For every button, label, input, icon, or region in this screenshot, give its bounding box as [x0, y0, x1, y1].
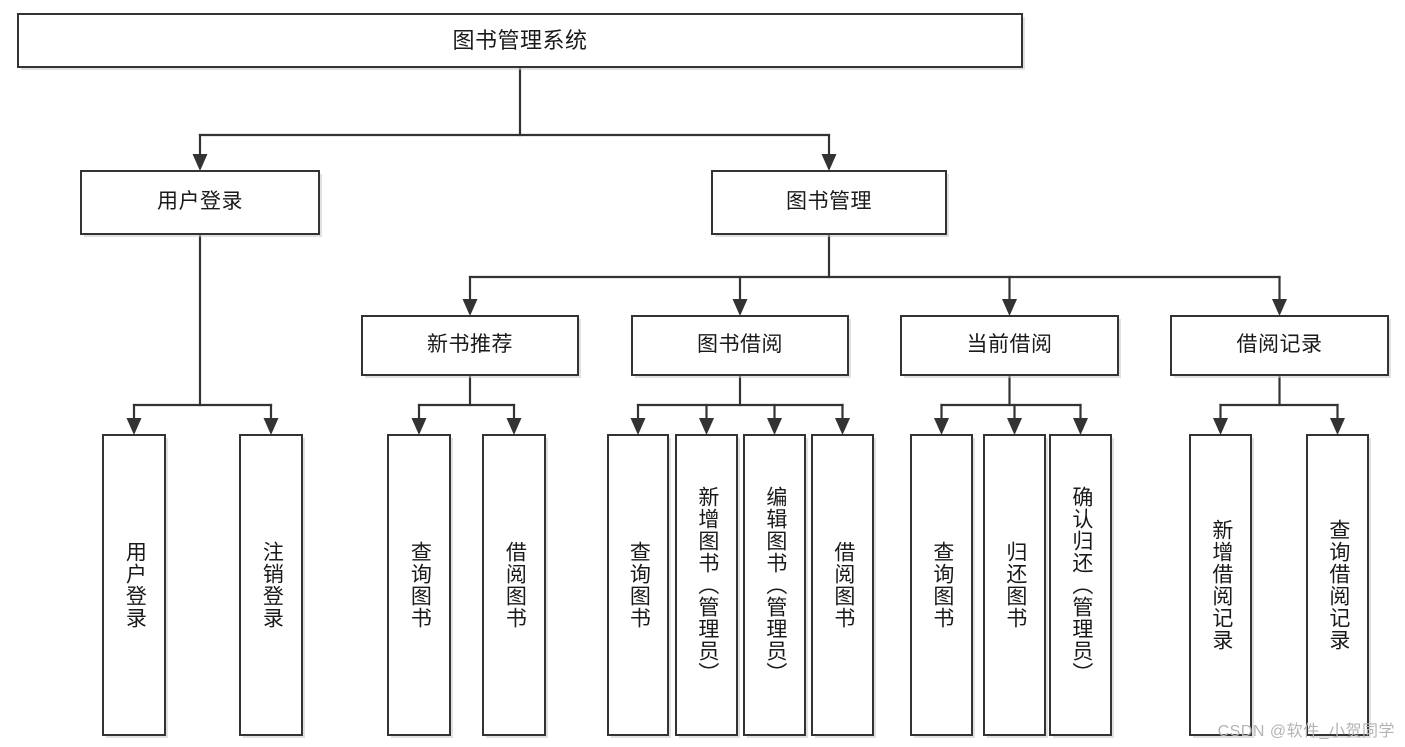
connector-arrowhead-icon — [767, 418, 782, 435]
connector-arrowhead-icon — [411, 418, 427, 435]
connector-arrowhead-icon — [630, 418, 646, 435]
connector-arrowhead-icon — [835, 418, 850, 435]
connector-arrowhead-icon — [1272, 299, 1287, 316]
connector-arrowhead-icon — [1073, 418, 1088, 435]
node-box-leaf-re-add[interactable] — [1189, 434, 1252, 736]
node-box-newbook[interactable] — [361, 315, 579, 376]
csdn-watermark: CSDN @软件_小贺同学 — [1217, 723, 1395, 740]
connector-arrowhead-icon — [732, 299, 748, 316]
node-box-current[interactable] — [900, 315, 1119, 376]
node-box-root[interactable] — [17, 13, 1023, 68]
node-box-leaf-user-logout[interactable] — [239, 434, 303, 736]
node-box-leaf-cu-confirm[interactable] — [1049, 434, 1112, 736]
node-box-borrow[interactable] — [631, 315, 849, 376]
node-box-leaf-nb-query[interactable] — [387, 434, 451, 736]
node-box-leaf-nb-borrow[interactable] — [482, 434, 546, 736]
node-box-leaf-cu-query[interactable] — [910, 434, 973, 736]
connector-arrowhead-icon — [934, 418, 949, 435]
node-box-leaf-bo-query[interactable] — [607, 434, 669, 736]
node-box-records[interactable] — [1170, 315, 1389, 376]
node-box-leaf-bo-lend[interactable] — [811, 434, 874, 736]
node-box-bookmgmt[interactable] — [711, 170, 947, 235]
connector-arrowhead-icon — [821, 154, 837, 171]
connector-arrowhead-icon — [1007, 418, 1022, 435]
node-box-leaf-user-login[interactable] — [102, 434, 166, 736]
connector-arrowhead-icon — [192, 154, 208, 171]
connector-arrowhead-icon — [126, 418, 142, 435]
node-box-leaf-bo-edit[interactable] — [743, 434, 806, 736]
connector-arrowhead-icon — [1330, 418, 1345, 435]
connector-arrowhead-icon — [263, 418, 279, 435]
connector-arrowhead-icon — [699, 418, 714, 435]
node-box-login[interactable] — [80, 170, 320, 235]
connector-arrowhead-icon — [1002, 299, 1017, 316]
connector-arrowhead-icon — [506, 418, 522, 435]
connector-arrowhead-icon — [1213, 418, 1228, 435]
node-box-leaf-re-query[interactable] — [1306, 434, 1369, 736]
node-box-leaf-cu-return[interactable] — [983, 434, 1046, 736]
connector-arrowhead-icon — [462, 299, 478, 316]
node-box-leaf-bo-add[interactable] — [675, 434, 738, 736]
